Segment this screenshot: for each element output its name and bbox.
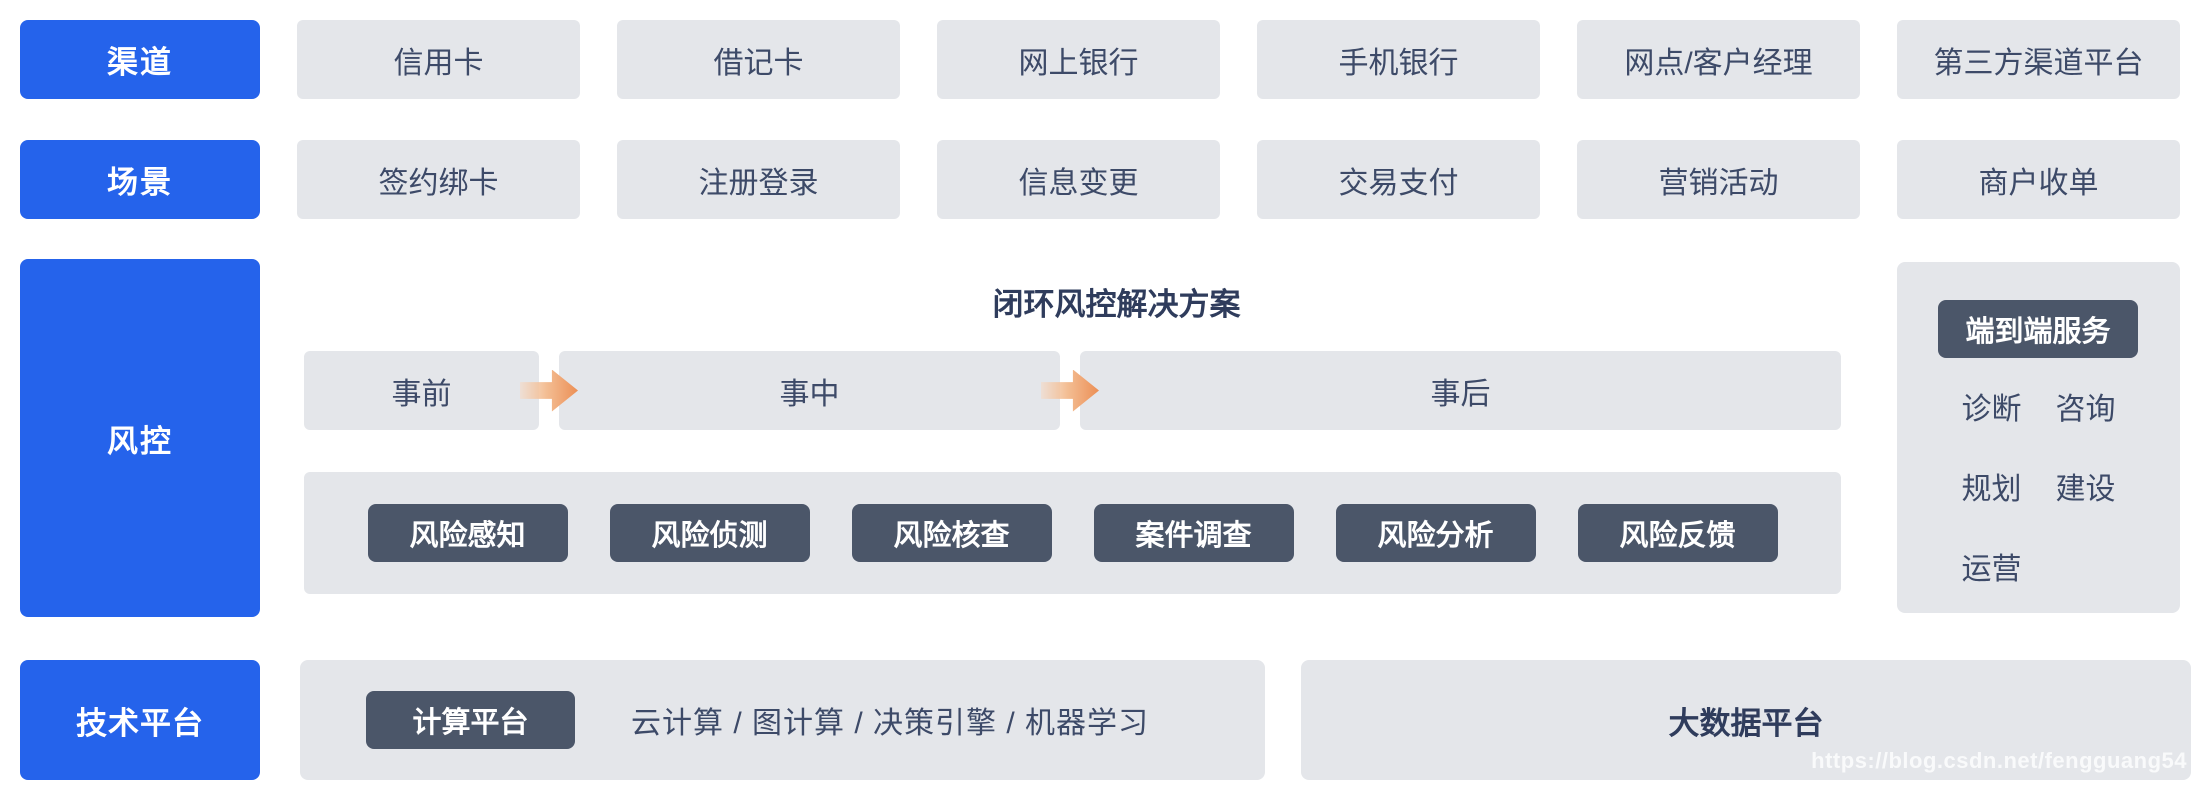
- channel-item-debit-card: 借记卡: [617, 20, 900, 99]
- channel-item-mobile-banking: 手机银行: [1257, 20, 1540, 99]
- phase-before: 事前: [304, 351, 539, 430]
- capability-risk-analysis: 风险分析: [1335, 504, 1536, 562]
- end-to-end-service-panel: 端到端服务 诊断 咨询 规划 建设 运营: [1897, 262, 2180, 613]
- scenario-item-register-login: 注册登录: [617, 140, 900, 219]
- bigdata-platform-label: 大数据平台: [1668, 705, 1824, 741]
- channel-item-online-banking: 网上银行: [937, 20, 1220, 99]
- service-words-grid: 诊断 咨询 规划 建设 运营: [1897, 384, 2180, 588]
- capability-case-investigation: 案件调查: [1093, 504, 1294, 562]
- capability-risk-detection: 风险侦测: [609, 504, 810, 562]
- scenario-item-marketing: 营销活动: [1577, 140, 1860, 219]
- phase-after: 事后: [1080, 351, 1841, 430]
- compute-platform-badge: 计算平台: [366, 691, 575, 749]
- service-word-consulting: 咨询: [2055, 393, 2116, 426]
- channel-item-branch-manager: 网点/客户经理: [1577, 20, 1860, 99]
- channel-item-third-party: 第三方渠道平台: [1897, 20, 2180, 99]
- risk-solution-title: 闭环风控解决方案: [992, 287, 1241, 322]
- tech-row-label: 技术平台: [20, 660, 260, 780]
- scenarios-row-label: 场景: [20, 140, 260, 219]
- scenario-item-merchant-acquiring: 商户收单: [1897, 140, 2180, 219]
- scenarios-row: 场景 签约绑卡 注册登录 信息变更 交易支付 营销活动 商户收单: [20, 140, 2180, 219]
- scenario-item-info-change: 信息变更: [937, 140, 1220, 219]
- risk-phases-row: 事前 事中 事后: [304, 351, 1841, 430]
- channels-row: 渠道 信用卡 借记卡 网上银行 手机银行 网点/客户经理 第三方渠道平台: [20, 20, 2180, 99]
- compute-platform-box: 计算平台 云计算 / 图计算 / 决策引擎 / 机器学习: [300, 660, 1265, 780]
- service-word-diagnosis: 诊断: [1961, 393, 2022, 426]
- compute-platform-description: 云计算 / 图计算 / 决策引擎 / 机器学习: [631, 707, 1150, 740]
- channels-row-label: 渠道: [20, 20, 260, 99]
- channel-item-credit-card: 信用卡: [297, 20, 580, 99]
- csdn-watermark: https://blog.csdn.net/fengguang54: [1811, 748, 2187, 773]
- service-word-planning: 规划: [1961, 473, 2022, 506]
- scenario-item-card-binding: 签约绑卡: [297, 140, 580, 219]
- capability-risk-sensing: 风险感知: [367, 504, 568, 562]
- service-word-operation: 运营: [1961, 553, 2022, 586]
- service-panel-header: 端到端服务: [1938, 300, 2138, 358]
- phase-during: 事中: [559, 351, 1060, 430]
- capability-risk-verification: 风险核查: [851, 504, 1052, 562]
- capability-risk-feedback: 风险反馈: [1577, 504, 1778, 562]
- service-word-empty: [2054, 544, 2118, 588]
- risk-capabilities-container: 风险感知 风险侦测 风险核查 案件调查 风险分析 风险反馈: [304, 472, 1841, 594]
- risk-row-label: 风控: [20, 259, 260, 617]
- risk-solution-area: 闭环风控解决方案 事前 事中 事后 风险感知 风险侦测 风险核查 案件调查 风险…: [300, 259, 1845, 617]
- bigdata-platform-box: 大数据平台 https://blog.csdn.net/fengguang54: [1301, 660, 2191, 780]
- scenario-item-payment: 交易支付: [1257, 140, 1540, 219]
- service-word-construction: 建设: [2055, 473, 2116, 506]
